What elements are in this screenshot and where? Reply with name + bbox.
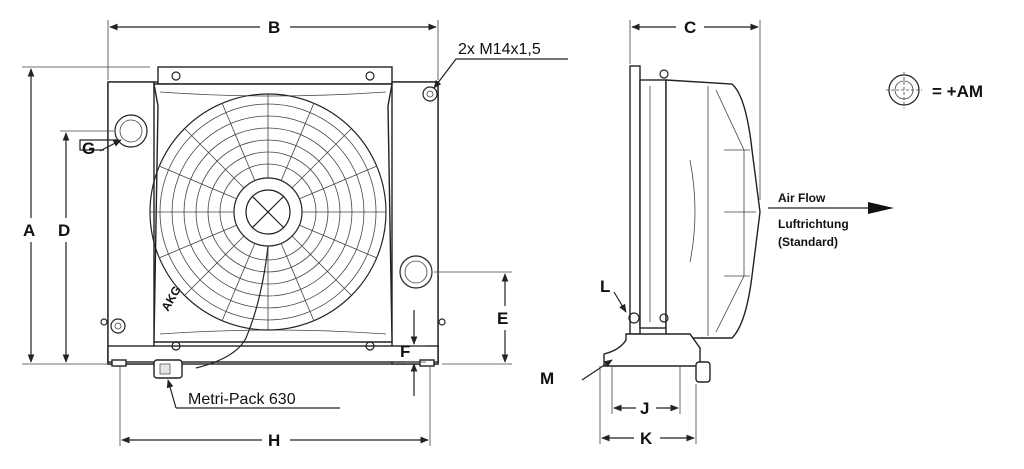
bottom-plate <box>107 345 439 363</box>
dim-label-f: F <box>400 342 410 361</box>
legend-text: = +AM <box>932 82 983 101</box>
connector-callout: Metri-Pack 630 <box>188 391 296 408</box>
airflow-label-de: Luftrichtung <box>778 217 849 231</box>
right-rail <box>391 81 439 365</box>
port-symbol-icon <box>886 72 922 108</box>
dim-label-k: K <box>640 429 653 448</box>
dim-label-a: A <box>23 221 35 240</box>
side-view: C Air Flow Luftrichtung (Standard) L M J… <box>540 18 894 448</box>
thread-callout: 2x M14x1,5 <box>458 41 541 58</box>
dim-label-g: G <box>82 139 95 158</box>
side-foot <box>603 333 701 367</box>
fan-shroud <box>153 83 393 343</box>
dim-label-e: E <box>497 309 508 328</box>
port-g <box>114 114 148 148</box>
side-fan-housing <box>665 79 761 339</box>
airflow-label-en: Air Flow <box>778 191 826 205</box>
side-connector <box>695 361 711 383</box>
dim-label-d: D <box>58 221 70 240</box>
dim-label-l: L <box>600 277 610 296</box>
connector-cable <box>195 245 269 369</box>
dim-label-c: C <box>684 18 696 37</box>
left-rail <box>107 81 155 365</box>
dim-label-m: M <box>540 369 554 388</box>
dim-label-b: B <box>268 18 280 37</box>
airflow-label-std: (Standard) <box>778 235 838 249</box>
dim-label-j: J <box>640 399 649 418</box>
top-bracket <box>157 66 393 85</box>
side-core <box>639 79 667 329</box>
fan-guard: AKG <box>149 93 387 331</box>
front-view: AKG B A D G <box>22 18 568 450</box>
dim-label-h: H <box>268 431 280 450</box>
side-mounting-plate <box>629 65 641 335</box>
legend: = +AM <box>886 72 983 108</box>
port-e <box>399 255 433 289</box>
